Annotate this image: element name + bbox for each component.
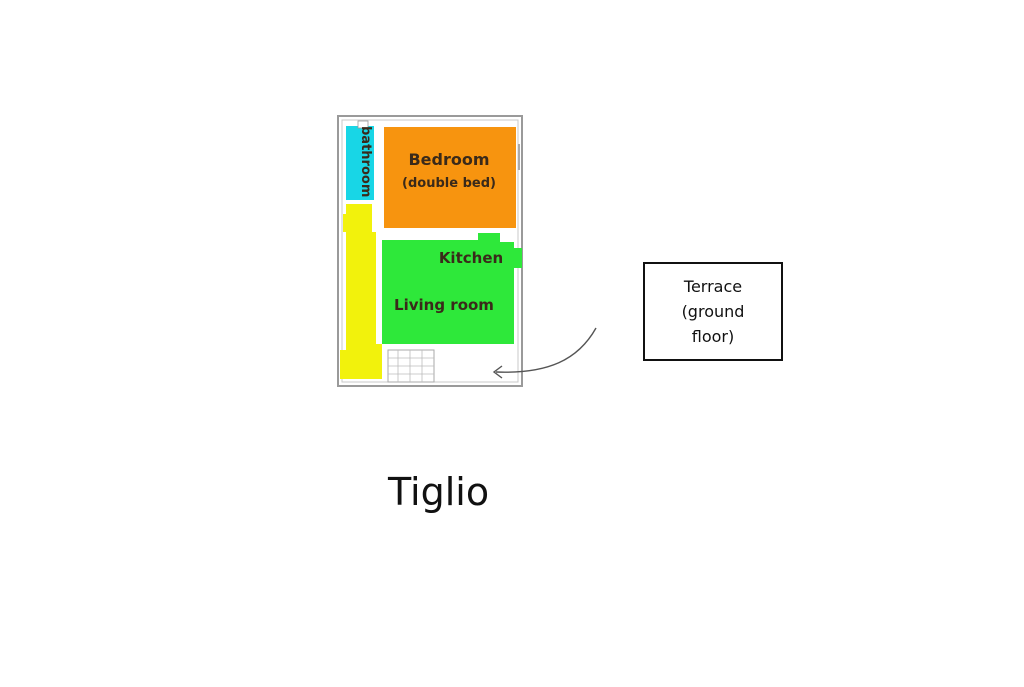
bathroom-label: bathroom (358, 126, 373, 197)
terrace-label-line2: (ground (681, 302, 745, 321)
terrace-box: Terrace (ground floor) (643, 262, 783, 361)
bedroom-label: Bedroom (408, 150, 489, 169)
living-room-label: Living room (394, 296, 494, 314)
terrace-label-line3: floor) (691, 327, 735, 346)
staircase (387, 349, 435, 383)
bathroom-fixture (357, 120, 369, 129)
bedroom-sublabel: (double bed) (402, 176, 496, 191)
terrace-arrow (492, 327, 597, 379)
bathroom-room (346, 126, 374, 200)
hallway-corridor (340, 204, 382, 379)
living-kitchen-room (382, 233, 522, 344)
terrace-label-line1: Terrace (683, 277, 743, 296)
bedroom-room (384, 127, 516, 228)
plan-title: Tiglio (388, 470, 490, 514)
kitchen-label: Kitchen (439, 249, 503, 267)
